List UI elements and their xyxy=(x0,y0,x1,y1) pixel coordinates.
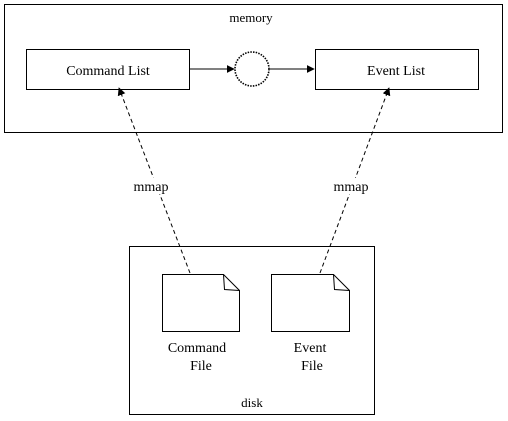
event-file-fold xyxy=(333,274,350,291)
command-file-label-line1: Command xyxy=(168,341,226,356)
command-file-label-line2: File xyxy=(190,359,212,374)
mmap-label-event: mmap xyxy=(334,180,369,195)
mmap-label-command: mmap xyxy=(134,180,169,195)
command-file-icon xyxy=(162,274,240,332)
mmap-label-event-bg xyxy=(330,178,372,194)
memory-title: memory xyxy=(229,10,273,25)
command-list-box xyxy=(26,49,190,90)
event-file-icon xyxy=(271,274,350,332)
event-file-label-line2: File xyxy=(301,359,323,374)
mmap-label-command-bg xyxy=(130,178,170,194)
event-list-label: Event List xyxy=(367,64,425,79)
command-list-label: Command List xyxy=(66,64,150,79)
disk-container xyxy=(129,246,375,415)
disk-title: disk xyxy=(241,395,263,410)
memory-container xyxy=(4,4,503,133)
queue-circle xyxy=(234,51,270,87)
command-file-fold xyxy=(223,274,240,291)
event-list-box xyxy=(315,49,479,90)
event-file-label-line1: Event xyxy=(294,341,327,356)
